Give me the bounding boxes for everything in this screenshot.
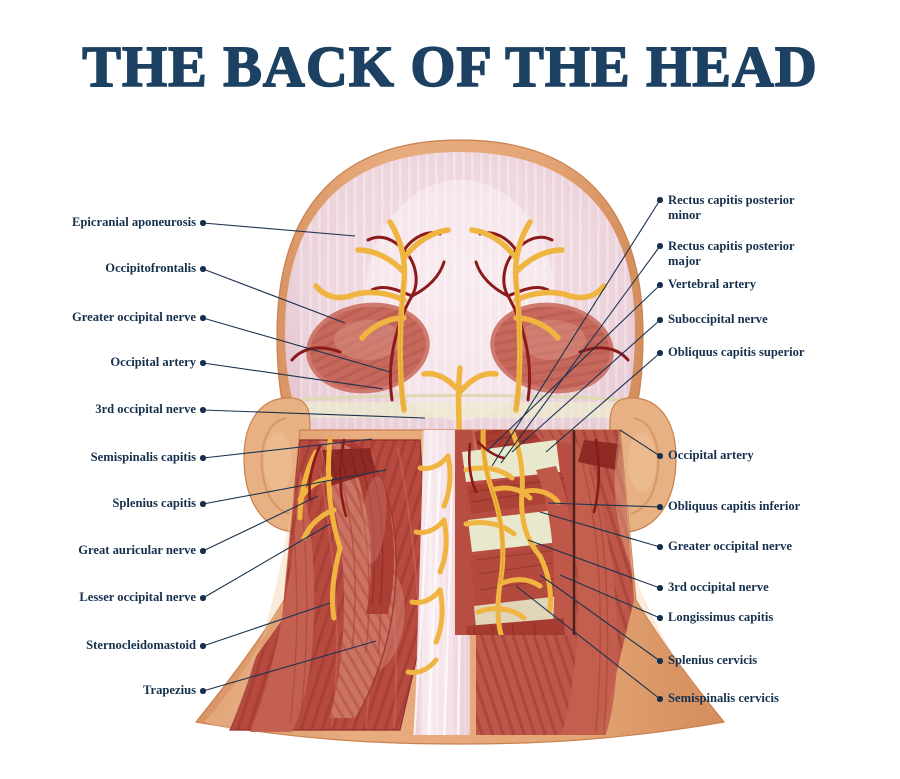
- label-dot-3rd-occipital-nerve: [657, 585, 663, 591]
- label-sternocleidomastoid: Sternocleidomastoid: [86, 638, 196, 652]
- label-occipitofrontalis: Occipitofrontalis: [105, 261, 196, 275]
- label-splenius-cervicis: Splenius cervicis: [668, 653, 758, 667]
- label-dot-great-auricular-nerve: [200, 548, 206, 554]
- label-semispinalis-capitis: Semispinalis capitis: [90, 450, 196, 464]
- label-dot-obliquus-capitis-superior: [657, 350, 663, 356]
- label-dot-trapezius: [200, 688, 206, 694]
- label-suboccipital-nerve: Suboccipital nerve: [668, 312, 768, 326]
- label-dot-occipitofrontalis: [200, 266, 206, 272]
- label-occipital-artery: Occipital artery: [110, 355, 196, 369]
- neck-nerve-branches: [297, 437, 453, 675]
- label-lesser-occipital-nerve: Lesser occipital nerve: [79, 590, 196, 604]
- label-dot-greater-occipital-nerve: [200, 315, 206, 321]
- label-dot-splenius-cervicis: [657, 658, 663, 664]
- label-rectus-capitis-posterior-major: Rectus capitis posterior major: [668, 239, 795, 268]
- label-dot-sternocleidomastoid: [200, 643, 206, 649]
- label-dot-obliquus-capitis-inferior: [657, 504, 663, 510]
- label-dot-rectus-capitis-posterior-major: [657, 243, 663, 249]
- label-great-auricular-nerve: Great auricular nerve: [78, 543, 196, 557]
- label-splenius-capitis: Splenius capitis: [112, 496, 196, 510]
- label-semispinalis-cervicis: Semispinalis cervicis: [668, 691, 779, 705]
- label-dot-semispinalis-cervicis: [657, 696, 663, 702]
- label-dot-epicranial-aponeurosis: [200, 220, 206, 226]
- label-greater-occipital-nerve: Greater occipital nerve: [71, 310, 196, 324]
- label-3rd-occipital-nerve: 3rd occipital nerve: [668, 580, 769, 594]
- label-dot-suboccipital-nerve: [657, 317, 663, 323]
- label-dot-longissimus-capitis: [657, 615, 663, 621]
- label-dot-lesser-occipital-nerve: [200, 595, 206, 601]
- label-dot-greater-occipital-nerve: [657, 544, 663, 550]
- label-longissimus-capitis: Longissimus capitis: [668, 610, 774, 624]
- page-title: THE BACK OF THE HEAD: [81, 34, 818, 99]
- label-trapezius: Trapezius: [143, 683, 196, 697]
- label-obliquus-capitis-superior: Obliquus capitis superior: [668, 345, 805, 359]
- label-dot-semispinalis-capitis: [200, 455, 206, 461]
- label-epicranial-aponeurosis: Epicranial aponeurosis: [72, 215, 196, 229]
- label-rectus-capitis-posterior-minor: Rectus capitis posterior minor: [668, 193, 795, 222]
- label-greater-occipital-nerve: Greater occipital nerve: [668, 539, 793, 553]
- label-dot-occipital-artery: [657, 453, 663, 459]
- label-obliquus-capitis-inferior: Obliquus capitis inferior: [668, 499, 801, 513]
- label-dot-rectus-capitis-posterior-minor: [657, 197, 663, 203]
- label-occipital-artery: Occipital artery: [668, 448, 754, 462]
- label-3rd-occipital-nerve: 3rd occipital nerve: [95, 402, 196, 416]
- label-dot-vertebral-artery: [657, 282, 663, 288]
- label-dot-splenius-capitis: [200, 501, 206, 507]
- label-dot-occipital-artery: [200, 360, 206, 366]
- label-dot-3rd-occipital-nerve: [200, 407, 206, 413]
- label-vertebral-artery: Vertebral artery: [668, 277, 756, 291]
